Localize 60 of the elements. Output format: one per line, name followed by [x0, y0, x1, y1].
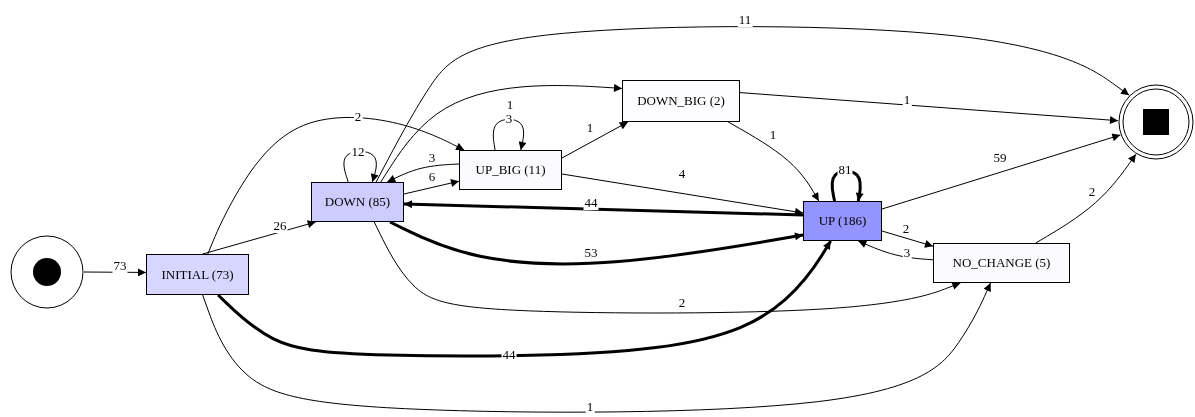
- edge-label: 73: [112, 259, 128, 273]
- arrow: [403, 200, 804, 217]
- arrow: [739, 92, 1119, 125]
- edge-label: 3: [504, 112, 514, 126]
- edge-label: 53: [583, 246, 599, 260]
- edge-label: 6: [427, 170, 437, 184]
- arrow: [881, 133, 1121, 210]
- edge-label: 2: [1087, 185, 1097, 199]
- activity-label: DOWN (85): [324, 194, 391, 210]
- edge-label: 1: [505, 98, 515, 112]
- edge-label: 44: [501, 348, 517, 362]
- edge-label: 1: [768, 128, 778, 142]
- arrow: [373, 221, 961, 314]
- arrow: [386, 163, 460, 183]
- arrow: [881, 230, 934, 248]
- edge-label: 2: [677, 296, 687, 310]
- arrow: [561, 173, 804, 216]
- arrow: [1035, 153, 1137, 244]
- arrow: [561, 121, 629, 159]
- edge-label: 1: [585, 400, 595, 414]
- edge-label: 3: [902, 246, 912, 260]
- activity-label: INITIAL (73): [161, 266, 234, 283]
- activity-box: [311, 182, 404, 222]
- edge-label: 11: [737, 13, 753, 27]
- activity-label: UP_BIG (11): [475, 162, 546, 178]
- activity-label: UP (186): [818, 213, 867, 229]
- arrow: [217, 240, 832, 358]
- edge-label: 4: [677, 167, 687, 181]
- activity-box: [459, 150, 562, 190]
- edge-label: 1: [902, 93, 912, 107]
- arrow: [380, 83, 623, 183]
- arrow: [83, 268, 147, 277]
- edge-label: 3: [427, 151, 437, 165]
- edge-label: 1: [585, 121, 595, 135]
- arrow: [830, 169, 864, 202]
- edge-label: 26: [272, 219, 288, 233]
- activity-box: [933, 243, 1070, 283]
- edge-label: 2: [901, 222, 911, 236]
- activity-box: [622, 80, 740, 122]
- arrow: [343, 150, 379, 183]
- arrow: [857, 240, 934, 261]
- start-circle: [10, 235, 84, 309]
- edge-label: 81: [837, 163, 853, 177]
- arrow: [207, 117, 465, 255]
- activity-label: DOWN_BIG (2): [637, 93, 725, 109]
- arrow: [492, 118, 527, 151]
- edge-label: 44: [583, 196, 599, 210]
- end-circle: [1118, 84, 1194, 160]
- edge-label: 12: [350, 145, 366, 159]
- activity-box: [146, 254, 249, 295]
- arrow: [727, 121, 820, 202]
- edge-label: 2: [353, 110, 363, 124]
- edge-label: 59: [992, 151, 1008, 165]
- arrow: [375, 26, 1130, 183]
- activity-box: [803, 201, 882, 241]
- arrow: [403, 179, 460, 195]
- arrow: [389, 220, 804, 266]
- arrow: [202, 220, 317, 255]
- activity-label: NO_CHANGE (5): [952, 255, 1051, 271]
- arrow: [202, 282, 992, 413]
